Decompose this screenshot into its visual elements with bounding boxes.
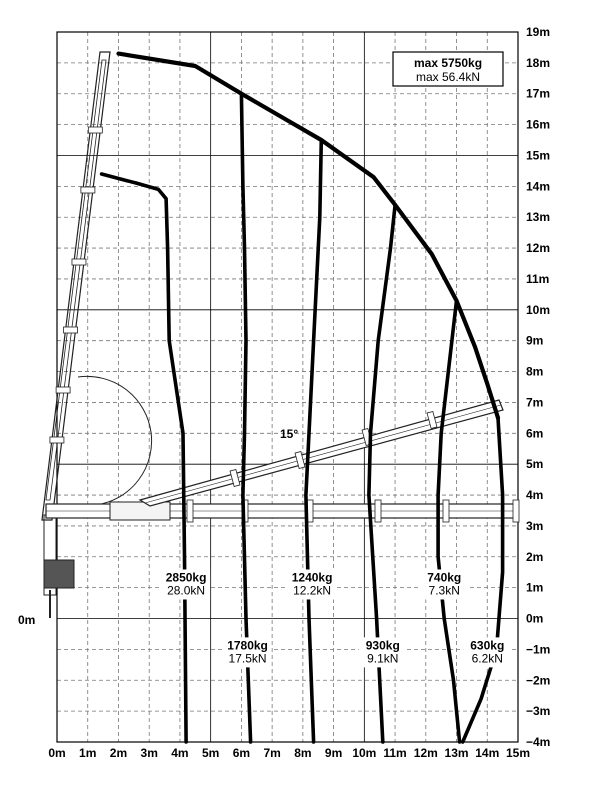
y-tick-label: −1m [526,642,550,656]
load-label-kg: 1240kg [292,570,333,584]
y-tick-label: 5m [526,457,543,471]
x-tick-label: 4m [171,746,188,760]
boom-joint [442,499,450,523]
y-tick-label: 0m [526,612,543,626]
crane-boom-drawing [41,51,520,618]
load-label-kg: 630kg [470,638,504,652]
load-label-kg: 930kg [366,638,400,652]
x-tick-label: 3m [141,746,158,760]
x-tick-label: 13m [445,746,469,760]
load-label-kn: 17.5kN [229,651,267,665]
y-tick-label: 3m [526,519,543,533]
max-load-box: max 5750kg max 56.4kN [392,51,504,87]
boom-joint [49,436,65,444]
load-label-bg [162,569,211,600]
boom-joint [426,411,438,429]
x-tick-label: 15m [506,746,530,760]
inclined-boom-centerline [144,404,502,504]
load-curve [436,298,462,744]
x-tick-label: 6m [233,746,250,760]
boom-joint [229,469,241,487]
y-tick-label: 19m [526,25,550,39]
x-tick-label: 5m [202,746,219,760]
load-label-kg: 1780kg [227,638,268,652]
load-curve [460,416,505,744]
y-tick-label: 11m [526,272,549,286]
inclined-boom [138,399,504,507]
angle-label: 15° [280,427,298,441]
x-tick-label: 12m [414,746,438,760]
load-label-bg [223,637,272,668]
vertical-boom-inner [45,59,107,501]
max-load-kg: max 5750kg [414,56,482,70]
vertical-boom [41,51,111,521]
x-tick-label: 11m [383,746,406,760]
y-tick-label: 16m [526,118,550,132]
y-tick-label: 10m [526,303,550,317]
y-tick-label: 14m [526,179,550,193]
y-tick-label: 17m [526,87,550,101]
y-tick-label: 13m [526,210,550,224]
x-tick-label: 8m [294,746,311,760]
load-curve [239,91,253,744]
plot-frame [56,31,519,743]
load-curves [99,91,505,744]
boom-joint [63,326,78,334]
load-label-kn: 6.2kN [472,651,503,665]
y-tick-label: −3m [526,704,550,718]
y-tick-label: 4m [526,488,543,502]
load-label-bg [420,569,469,600]
boom-joint [186,499,194,523]
x-tick-label: 7m [263,746,280,760]
y-tick-label: −4m [526,735,550,749]
boom-cylinder [109,501,171,521]
boom-joint [294,451,306,469]
x-tick-label: 0m [48,746,65,760]
x-tick-label: 9m [325,746,342,760]
load-curve [367,203,397,744]
x-tick-label: 10m [352,746,376,760]
load-label-kg: 2850kg [166,570,207,584]
x-tick-label: 1m [79,746,96,760]
load-curve [304,138,324,744]
boom-joint [80,186,96,194]
max-load-kn: max 56.4kN [416,70,480,84]
x-tick-label: 2m [110,746,127,760]
left-zero-label: 0m [18,613,35,627]
y-tick-label: 1m [526,581,543,595]
boom-joint [87,126,103,134]
x-tick-label: 14m [475,746,499,760]
y-tick-label: 6m [526,426,543,440]
y-tick-label: 18m [526,56,550,70]
boom-joint [55,386,71,394]
y-tick-label: 9m [526,334,543,348]
y-tick-label: 7m [526,395,543,409]
boom-joint [512,499,520,523]
load-label-bg [288,569,337,600]
crane-base [43,559,75,589]
load-label-bg [463,637,512,668]
axis-ticks: 0m 1m 2m 3m 4m 5m 6m 7m 8m 9m 10m 11m 12m 13m 14m 15m 19… [48,25,550,760]
reach-envelope [116,51,501,420]
boom-joint [71,258,87,266]
y-tick-label: 8m [526,365,543,379]
grid [56,31,519,743]
y-tick-label: 2m [526,550,543,564]
load-label-kn: 28.0kN [167,583,205,597]
reach-envelope-line [116,51,501,420]
load-label-kn: 9.1kN [367,651,398,665]
load-label-kn: 12.2kN [293,583,331,597]
load-curve [99,172,188,744]
swing-arc [77,375,153,506]
y-tick-label: 12m [526,241,550,255]
y-tick-label: −2m [526,673,550,687]
y-tick-label: 15m [526,148,550,162]
load-label-kn: 7.3kN [429,583,460,597]
load-label-bg [358,637,407,668]
boom-joint [374,499,382,523]
load-label-kg: 740kg [427,570,461,584]
